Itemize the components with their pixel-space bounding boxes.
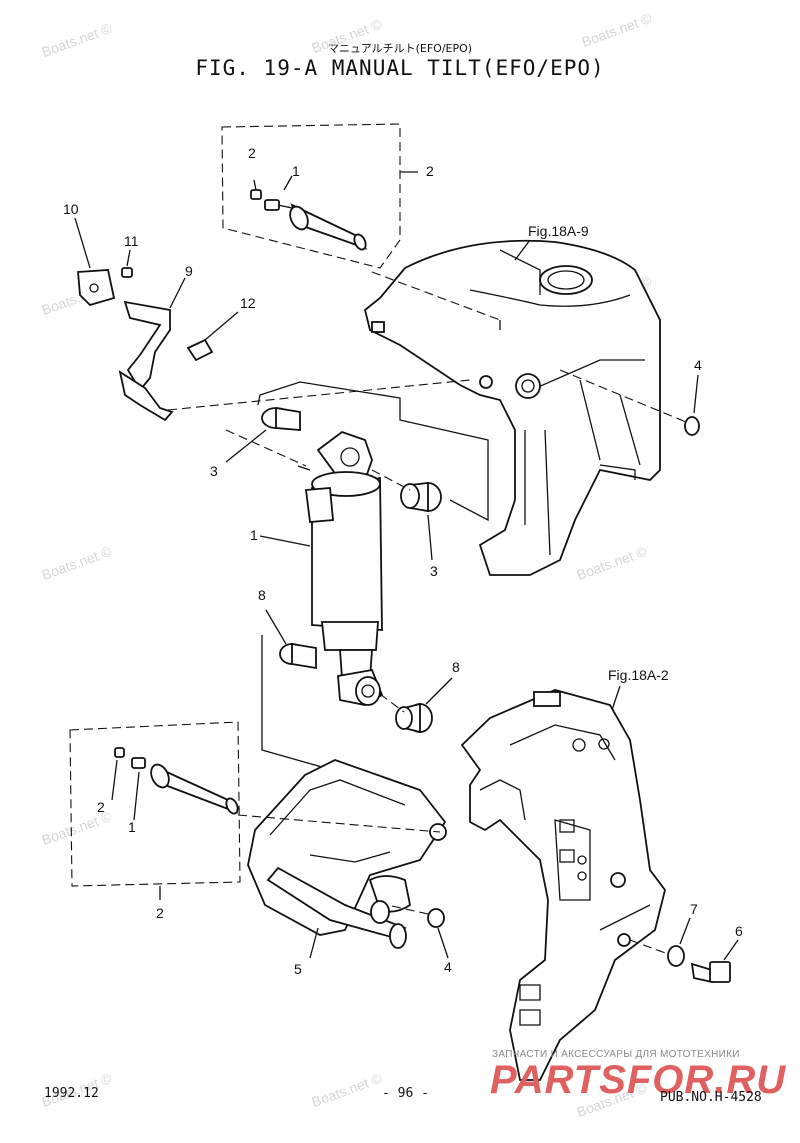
figure-title: FIG. 19-A MANUAL TILT(EFO/EPO) — [195, 56, 605, 80]
callout-3: 3 — [210, 463, 218, 479]
callout-2: 2 — [97, 799, 105, 815]
ref-label-fig-18a-9: Fig.18A-9 — [528, 223, 589, 239]
callout-5: 5 — [294, 961, 302, 977]
tilt-support-frame-5 — [247, 759, 447, 959]
lower-pin-group-box — [69, 721, 241, 900]
upper-tilt-pin — [289, 203, 368, 251]
assembly-line — [371, 271, 501, 321]
tilt-cylinder-1 — [259, 430, 383, 679]
callout-4: 4 — [694, 357, 702, 373]
upper-bolt-nipple — [264, 175, 293, 211]
clamp-bracket — [460, 689, 666, 1081]
branding-tagline: ЗАПЧАСТИ И АКСЕССУАРЫ ДЛЯ МОТОТЕХНИКИ — [492, 1049, 740, 1060]
bushing-3-right — [400, 481, 442, 561]
callout-1: 1 — [250, 527, 258, 543]
ref-label-fig-18a-2: Fig.18A-2 — [608, 667, 669, 683]
assembly-line — [167, 379, 471, 411]
callout-6: 6 — [735, 923, 743, 939]
assembly-line — [379, 693, 405, 713]
lower-bolt-nipple — [131, 757, 146, 821]
callout-10: 10 — [63, 201, 79, 217]
assembly-line — [225, 429, 307, 467]
callout-2: 2 — [156, 905, 164, 921]
bushing-8-left — [265, 609, 317, 670]
callout-12: 12 — [240, 295, 256, 311]
callout-8: 8 — [258, 587, 266, 603]
washer-7 — [667, 917, 691, 967]
callout-9: 9 — [185, 263, 193, 279]
title-japanese: マニュアルチルト(EFO/EPO) — [327, 42, 473, 55]
footer-date: 1992.12 — [44, 1086, 99, 1101]
cylinder-rod-eye — [337, 668, 384, 706]
upper-pin-group-box — [221, 123, 418, 269]
footer-page-number: - 96 - — [382, 1086, 429, 1101]
tilt-lever-9 — [118, 277, 186, 422]
snap-ring-lower — [427, 908, 449, 959]
bushing-8-right — [395, 677, 453, 734]
lower-grease-nipple — [111, 747, 125, 801]
callout-1: 1 — [292, 163, 300, 179]
swivel-bracket-upper — [363, 239, 661, 576]
upper-grease-nipple — [250, 179, 262, 200]
callout-2: 2 — [426, 163, 434, 179]
lower-tilt-pin — [150, 763, 239, 815]
assembly-line — [391, 905, 429, 915]
assembly-line — [559, 369, 687, 423]
assembly-line — [629, 939, 669, 955]
leader-line — [611, 685, 621, 711]
callout-2: 2 — [248, 145, 256, 161]
assembly-line — [371, 469, 411, 491]
footer-publication-number: PUB.NO.H-4528 — [660, 1090, 762, 1105]
callout-3: 3 — [430, 563, 438, 579]
bolt-6 — [690, 939, 739, 984]
bracket-plate-10 — [74, 217, 116, 307]
callout-4: 4 — [444, 959, 452, 975]
bushing-3-left — [225, 406, 301, 463]
callout-8: 8 — [452, 659, 460, 675]
assembly-line — [237, 814, 441, 833]
callout-1: 1 — [128, 819, 136, 835]
snap-ring-upper — [684, 374, 700, 436]
bushing-group-outline — [257, 381, 489, 522]
bolt-12 — [186, 311, 239, 362]
leader-line — [514, 239, 531, 261]
screw-11 — [121, 249, 133, 278]
branding-logo: PARTSFOR.RU — [490, 1058, 787, 1102]
callout-11: 11 — [124, 233, 139, 249]
callout-7: 7 — [690, 901, 698, 917]
